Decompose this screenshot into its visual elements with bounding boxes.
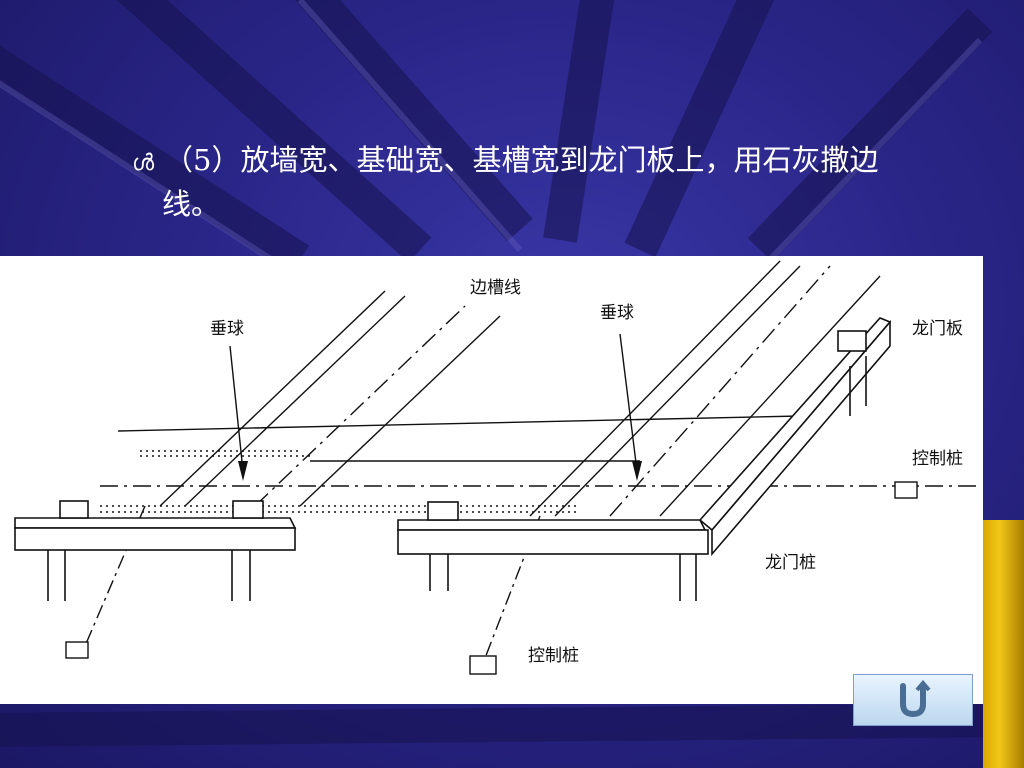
back-button[interactable] (853, 674, 973, 726)
u-turn-back-icon (900, 680, 931, 718)
slide-body-text: ൾ （5）放墙宽、基础宽、基槽宽到龙门板上，用石灰撒边 线。 (132, 140, 1012, 224)
label-batter-post: 龙门桩 (765, 553, 816, 573)
text-line-1: （5）放墙宽、基础宽、基槽宽到龙门板上，用石灰撒边 (164, 143, 879, 177)
label-control-stake-right: 控制桩 (912, 449, 963, 469)
label-control-stake-bottom: 控制桩 (528, 646, 579, 666)
layout-diagram: 边槽线 垂球 垂球 龙门板 控制桩 龙门桩 控制桩 (0, 256, 983, 704)
theodolite-image (983, 520, 1024, 768)
label-plumb-right: 垂球 (600, 303, 634, 323)
label-plumb-left: 垂球 (210, 319, 244, 339)
bullet-icon: ൾ (132, 151, 155, 176)
text-line-2: 线。 (162, 187, 221, 221)
label-batter-board: 龙门板 (912, 319, 963, 339)
label-edge-line: 边槽线 (470, 278, 521, 298)
